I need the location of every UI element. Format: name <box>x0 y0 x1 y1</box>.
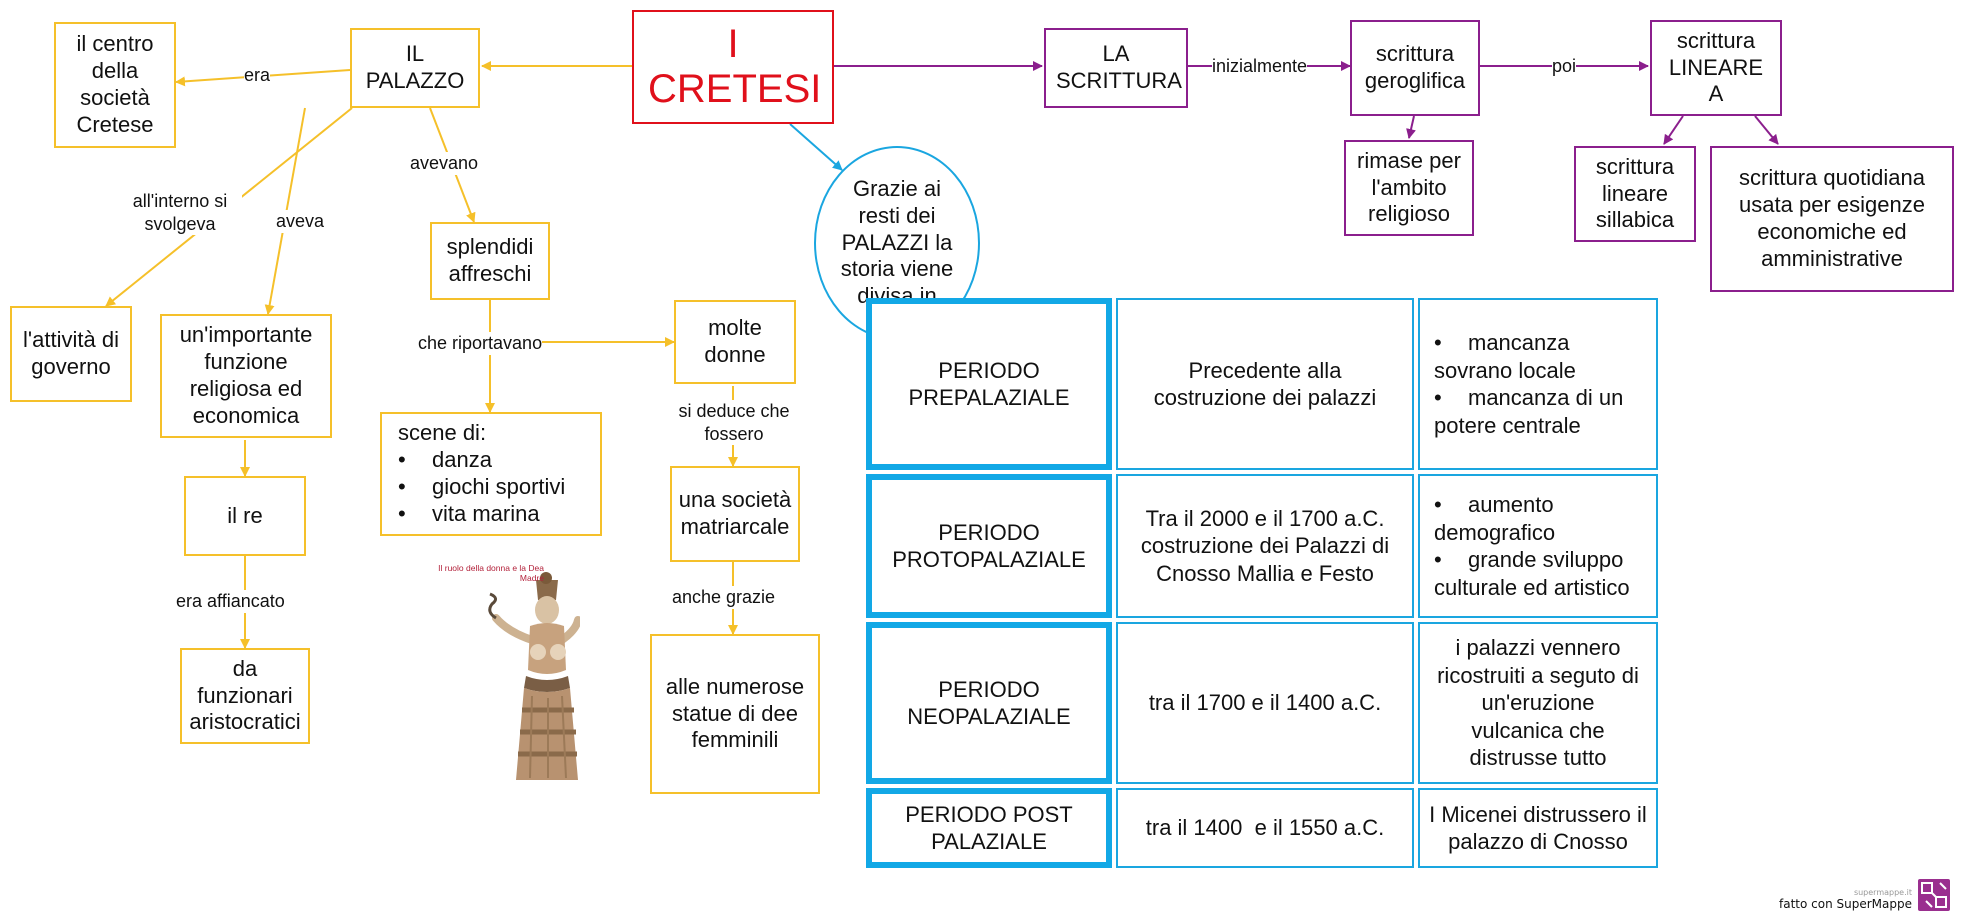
node-scene-title: scene di: <box>398 420 487 446</box>
main-title: I CRETESI <box>632 10 834 124</box>
period-date-cell: Tra il 2000 e il 1700 a.C. costruzione d… <box>1116 474 1414 618</box>
footer-site: supermappe.it <box>1853 888 1912 897</box>
node-centro: il centro della società Cretese <box>54 22 176 148</box>
label-era: era <box>244 64 271 87</box>
node-societa-text: una società matriarcale <box>678 487 792 539</box>
snake-goddess-image: Il ruolo della donna e la Dea Madre <box>420 560 582 780</box>
node-lineare-a-text: scrittura LINEARE A <box>1668 27 1764 107</box>
node-grazie-text: Grazie ai resti dei PALAZZI la storia vi… <box>840 175 954 309</box>
node-scrittura-text: LA SCRITTURA <box>1056 41 1182 93</box>
node-sillabica-text: scrittura lineare sillabica <box>1595 153 1675 233</box>
node-geroglifica: scrittura geroglifica <box>1350 20 1480 116</box>
node-funzionari: da funzionari aristocratici <box>180 648 310 744</box>
label-che-riportavano: che riportavano <box>418 332 543 355</box>
footer-made-with: fatto con SuperMappe <box>1779 897 1912 911</box>
period-date-cell: tra il 1700 e il 1400 a.C. <box>1116 622 1414 784</box>
figurine-drawing <box>420 560 582 780</box>
scene-item: •giochi sportivi <box>398 474 566 499</box>
main-title-text: I CRETESI <box>648 22 822 111</box>
scene-list: •danza •giochi sportivi •vita marina <box>398 447 565 527</box>
node-statue-text: alle numerose statue di dee femminili <box>665 673 805 753</box>
node-affreschi-text: splendidi affreschi <box>446 234 534 286</box>
node-statue: alle numerose statue di dee femminili <box>650 634 820 794</box>
scene-item: •vita marina <box>398 500 540 526</box>
node-donne: molte donne <box>674 300 796 384</box>
supermappe-logo-icon <box>1918 879 1950 911</box>
scene-item: •danza <box>398 447 492 473</box>
node-rimase: rimase per l'ambito religioso <box>1344 140 1474 236</box>
node-donne-text: molte donne <box>704 315 766 367</box>
period-features-cell: •aumento demografico •grande sviluppo cu… <box>1418 474 1658 618</box>
node-lineare-a: scrittura LINEARE A <box>1650 20 1782 116</box>
node-governo-text: l'attività di governo <box>23 327 119 379</box>
node-quotidiana-text: scrittura quotidiana usata per esigenze … <box>1739 165 1925 271</box>
period-features-cell: •mancanza sovrano locale •mancanza di un… <box>1418 298 1658 470</box>
node-quotidiana: scrittura quotidiana usata per esigenze … <box>1710 146 1954 292</box>
label-inizialmente: inizialmente <box>1212 55 1308 78</box>
node-palazzo: IL PALAZZO <box>350 28 480 108</box>
label-anche-grazie: anche grazie <box>672 586 776 609</box>
label-avevano: avevano <box>410 152 479 175</box>
label-poi: poi <box>1552 55 1577 78</box>
period-features-cell: I Micenei distrussero il palazzo di Cnos… <box>1418 788 1658 868</box>
node-funzionari-text: da funzionari aristocratici <box>189 655 301 735</box>
node-funzione: un'importante funzione religiosa ed econ… <box>160 314 332 438</box>
node-re-text: il re <box>227 502 263 528</box>
node-sillabica: scrittura lineare sillabica <box>1574 146 1696 242</box>
node-scrittura: LA SCRITTURA <box>1044 28 1188 108</box>
period-features-cell: i palazzi vennero ricostruiti a seguto d… <box>1418 622 1658 784</box>
period-name-cell: PERIODO PROTOPALAZIALE <box>866 474 1112 618</box>
node-palazzo-text: IL PALAZZO <box>365 41 465 93</box>
label-all-interno: all'interno si svolgeva <box>118 190 242 235</box>
period-name-cell: PERIODO PREPALAZIALE <box>866 298 1112 470</box>
node-societa: una società matriarcale <box>670 466 800 562</box>
node-governo: l'attività di governo <box>10 306 132 402</box>
node-funzione-text: un'importante funzione religiosa ed econ… <box>179 322 313 428</box>
node-scene: scene di: •danza •giochi sportivi •vita … <box>380 412 602 536</box>
label-era-affiancato: era affiancato <box>176 590 285 613</box>
node-geroglifica-text: scrittura geroglifica <box>1364 41 1466 93</box>
period-name-cell: PERIODO POST PALAZIALE <box>866 788 1112 868</box>
period-name-cell: PERIODO NEOPALAZIALE <box>866 622 1112 784</box>
period-date-cell: tra il 1400 e il 1550 a.C. <box>1116 788 1414 868</box>
node-rimase-text: rimase per l'ambito religioso <box>1357 147 1461 227</box>
label-aveva: aveva <box>276 210 325 233</box>
node-re: il re <box>184 476 306 556</box>
node-affreschi: splendidi affreschi <box>430 222 550 300</box>
period-date-cell: Precedente alla costruzione dei palazzi <box>1116 298 1414 470</box>
label-si-deduce: si deduce che fossero <box>672 400 796 445</box>
node-centro-text: il centro della società Cretese <box>76 31 154 137</box>
image-caption: Il ruolo della donna e la Dea Madre <box>438 563 544 583</box>
footer-branding: supermappe.it fatto con SuperMappe <box>1779 879 1950 911</box>
